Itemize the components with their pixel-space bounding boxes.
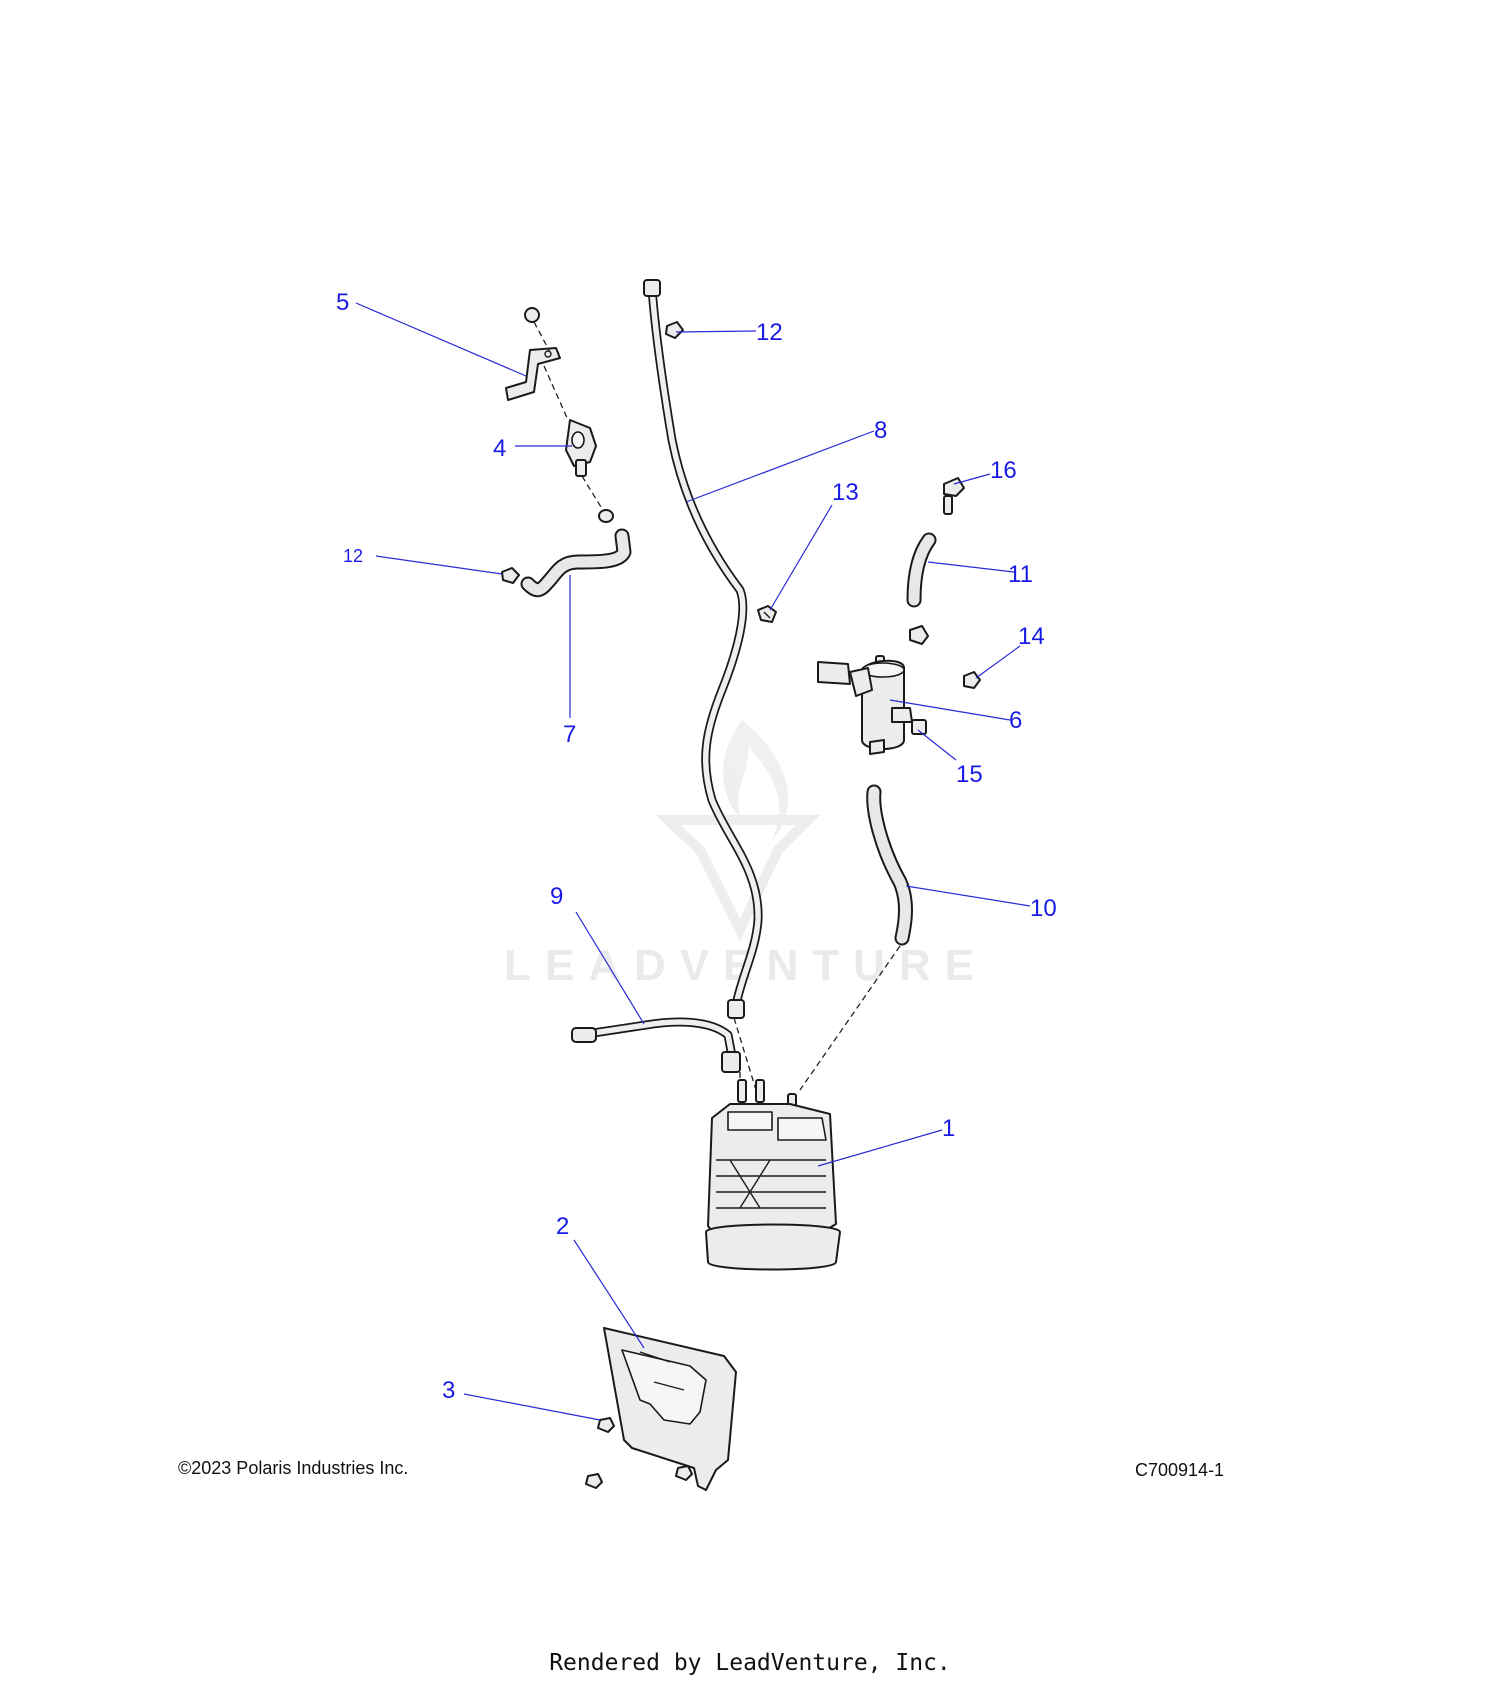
- callout-14: 14: [1018, 623, 1045, 650]
- part-4-hose-clamp: [598, 509, 614, 523]
- callout-4: 4: [493, 435, 506, 462]
- callout-16: 16: [990, 457, 1017, 484]
- part-8-vapor-tube: [643, 279, 763, 1019]
- figure-code: C700914-1: [1135, 1460, 1225, 1480]
- callout-2: 2: [556, 1213, 569, 1240]
- part-5-bracket: [505, 307, 561, 401]
- part-11-short-hose: [906, 532, 937, 608]
- callout-15: 15: [956, 761, 983, 788]
- part-1-canister: [705, 1079, 841, 1271]
- part-4-valve: [565, 419, 597, 477]
- part-12-clip-upper: [665, 321, 684, 339]
- part-15-clip: [911, 719, 927, 735]
- callout-6: 6: [1009, 707, 1022, 734]
- callout-12-upper: 12: [756, 319, 783, 346]
- part-13-clip: [757, 605, 777, 623]
- callout-3: 3: [442, 1377, 455, 1404]
- callout-13: 13: [832, 479, 859, 506]
- part-14-fastener: [963, 671, 981, 689]
- callout-labels: 5 4 12 7 12 8 13 16 11 14 6 15 10 9 1 2 …: [336, 289, 1057, 1404]
- leader-lines: [355, 302, 1031, 1421]
- part-6-purge-valve: [817, 625, 929, 755]
- callout-10: 10: [1030, 895, 1057, 922]
- callout-1: 1: [942, 1115, 955, 1142]
- callout-9: 9: [550, 883, 563, 910]
- part-10-long-hose: [866, 784, 913, 946]
- callout-7: 7: [563, 721, 576, 748]
- callout-5: 5: [336, 289, 349, 316]
- callout-12-lower: 12: [343, 546, 363, 566]
- part-3-screw: [585, 1417, 693, 1489]
- part-2-bracket: [603, 1327, 737, 1491]
- part-7-elbow-hose: [520, 528, 632, 598]
- rendered-by-footer: Rendered by LeadVenture, Inc.: [549, 1650, 951, 1676]
- callout-8: 8: [874, 417, 887, 444]
- callout-11: 11: [1008, 561, 1033, 588]
- copyright-notice: ©2023 Polaris Industries Inc.: [178, 1458, 409, 1478]
- part-9-hose: [571, 1017, 741, 1073]
- part-12-clip-lower: [501, 567, 520, 584]
